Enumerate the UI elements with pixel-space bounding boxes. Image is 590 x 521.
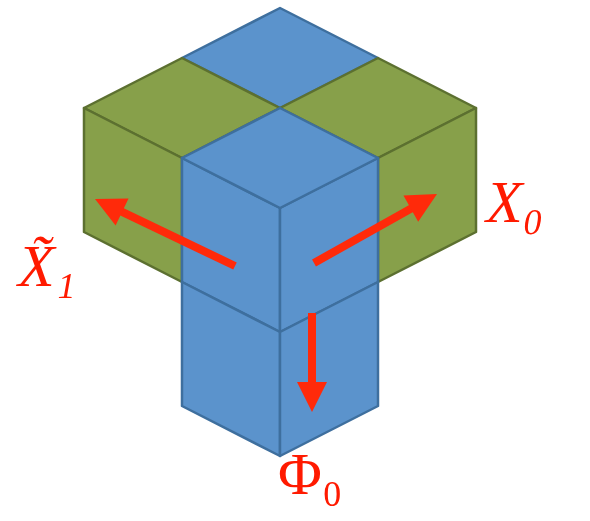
arrow-shaft (314, 207, 414, 263)
cube-side-face (182, 282, 280, 456)
arrow-head (297, 382, 327, 412)
arrow-head (95, 198, 129, 225)
arrow-shaft (118, 210, 235, 266)
arrow-head (403, 194, 437, 222)
axis-label: X₀ (486, 168, 544, 237)
arrow-shaft (308, 313, 316, 386)
axis-label: Φ₀ (278, 440, 343, 509)
cube-side-face (280, 282, 378, 456)
axis-label: X̃₁ (18, 232, 76, 301)
cube-top-face (182, 108, 378, 208)
cube-side-face (378, 108, 476, 282)
cube-side-face (84, 108, 182, 282)
